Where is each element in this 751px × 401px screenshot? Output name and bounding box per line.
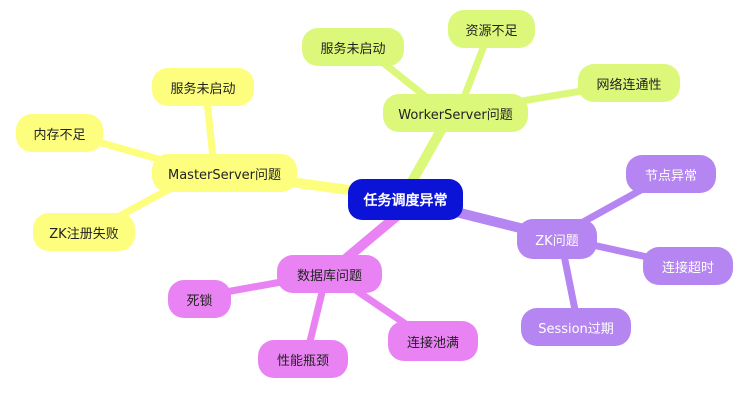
leaf-zk-session-expired: Session过期 (521, 308, 631, 346)
leaf-master-service-not-started: 服务未启动 (152, 68, 254, 106)
branch-worker: WorkerServer问题 (383, 94, 528, 132)
leaf-worker-network-connectivity: 网络连通性 (578, 64, 680, 102)
leaf-db-performance-bottleneck: 性能瓶颈 (258, 340, 348, 378)
leaf-db-deadlock: 死锁 (168, 280, 231, 318)
leaf-zk-connection-timeout: 连接超时 (643, 247, 733, 285)
leaf-zk-node-abnormal: 节点异常 (626, 155, 716, 193)
leaf-worker-service-not-started: 服务未启动 (302, 28, 404, 66)
branch-master: MasterServer问题 (152, 154, 297, 192)
branch-zk: ZK问题 (517, 219, 597, 259)
leaf-db-pool-full: 连接池满 (388, 321, 478, 361)
root-node: 任务调度异常 (348, 179, 463, 220)
leaf-master-out-of-memory: 内存不足 (16, 114, 103, 152)
branch-db: 数据库问题 (277, 255, 382, 293)
leaf-master-zk-register-failed: ZK注册失败 (33, 213, 135, 251)
leaf-worker-insufficient-resources: 资源不足 (448, 10, 535, 48)
